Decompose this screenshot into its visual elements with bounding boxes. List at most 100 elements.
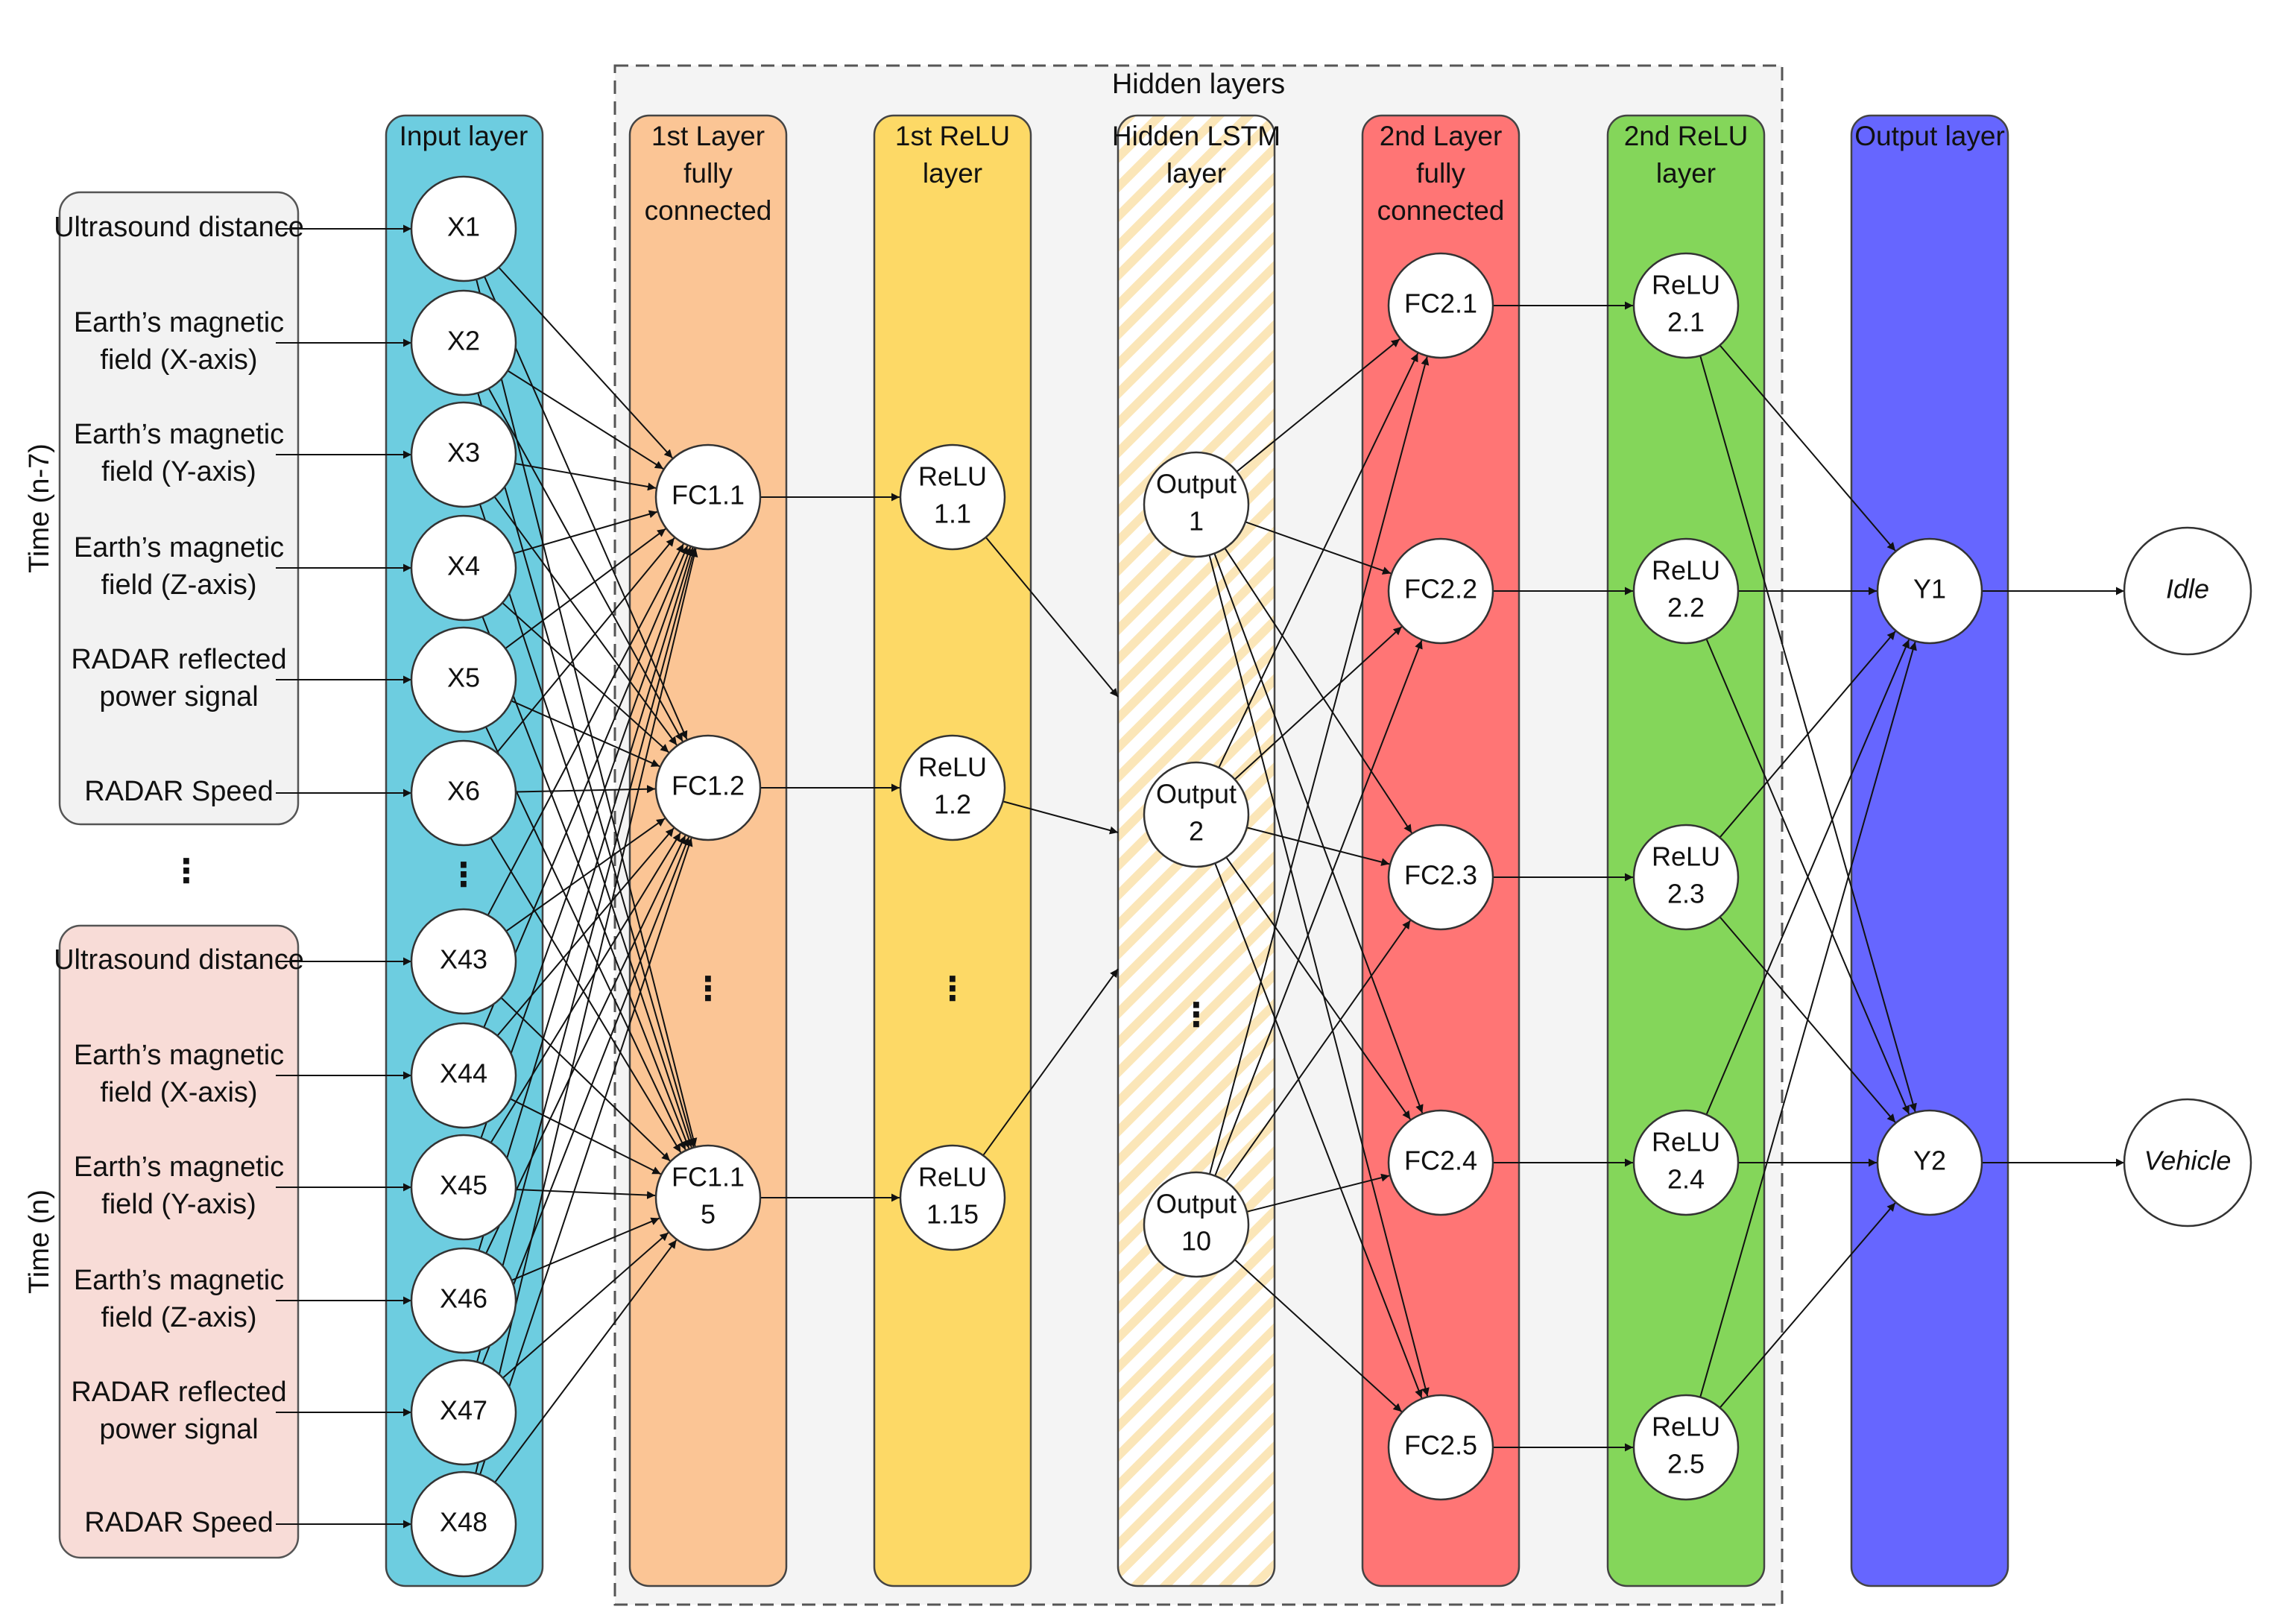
node-relu-2-3-circle (1632, 824, 1740, 931)
node-x45-circle (410, 1134, 517, 1241)
node-x1-circle (410, 175, 517, 282)
node-y2-circle (1876, 1109, 1983, 1216)
node-fc2-1-circle (1387, 252, 1494, 359)
edge-lstm-to-fc2 (1234, 626, 1403, 780)
edge-relu2-to-output (1719, 344, 1896, 552)
edge-lstm-to-fc2 (1214, 639, 1423, 1177)
node-x6-label: X6 (447, 776, 480, 806)
node-x46-label: X46 (440, 1283, 487, 1314)
edge-input-to-fc1 (515, 785, 656, 794)
edge-lstm-to-fc2 (1234, 1259, 1403, 1412)
edge-input-to-fc1 (500, 996, 671, 1162)
edge-input-to-fc1 (476, 548, 697, 1362)
edge-input-to-fc1 (494, 1239, 678, 1483)
edge-lstm-to-fc2 (1224, 547, 1412, 834)
class-vehicle-label: Vehicle (2144, 1146, 2232, 1176)
layer-column-fc1 (628, 114, 788, 1587)
edge-lstm-to-fc2 (1208, 555, 1430, 1397)
edge-input-to-fc1 (484, 276, 688, 740)
edge-input-to-fc1 (496, 827, 675, 1037)
node-fc2-5-label: FC2.5 (1404, 1430, 1477, 1461)
node-x4-label: X4 (447, 551, 480, 581)
node-output-2-circle (1143, 761, 1250, 868)
node-fc1-2-label: FC1.2 (672, 771, 745, 801)
input-feature-label-radar-speed: RADAR Speed (84, 1507, 273, 1538)
edge-relu2-to-output (1719, 631, 1896, 838)
node-x48-label: X48 (440, 1507, 487, 1538)
ellipsis-input: ⋮ (447, 857, 480, 894)
node-relu-1-1-circle (899, 443, 1006, 551)
node-relu-2-5-circle (1632, 1394, 1740, 1501)
node-y1-label: Y1 (1913, 574, 1946, 604)
edge-input-to-fc1 (514, 462, 657, 491)
node-fc1-1-circle (654, 443, 762, 551)
node-fc2-4-circle (1387, 1109, 1494, 1216)
time-group-box-1 (58, 191, 300, 826)
edge-input-to-fc1 (505, 528, 666, 649)
edge-input-to-fc1 (485, 835, 686, 1254)
node-x44-circle (410, 1022, 517, 1129)
node-y1-circle (1876, 537, 1983, 645)
node-output-1-circle (1143, 451, 1250, 558)
edge-input-to-fc1 (480, 546, 692, 1139)
node-x4-circle (410, 514, 517, 622)
input-feature-label-ultrasound-distance: Ultrasound distance (54, 212, 304, 243)
edge-lstm-to-fc2 (1246, 1173, 1390, 1213)
node-x47-label: X47 (440, 1395, 487, 1426)
hidden-layers-title: Hidden layers (1112, 69, 1285, 100)
edge-input-to-fc1 (502, 1232, 669, 1379)
node-fc2-3-circle (1387, 824, 1494, 931)
edge-lstm-to-fc2 (1213, 553, 1424, 1113)
edge-input-to-fc1 (487, 388, 683, 742)
edge-input-to-fc1 (515, 1188, 656, 1199)
node-fc2-1-label: FC2.1 (1404, 288, 1477, 319)
edge-lstm-to-fc2 (1246, 827, 1390, 866)
edge-input-to-fc1 (479, 838, 693, 1475)
edge-input-to-fc1 (496, 537, 675, 753)
edge-input-to-fc1 (477, 393, 695, 1148)
edge-input-to-fc1 (498, 267, 673, 459)
node-x48-circle (410, 1470, 517, 1578)
edge-lstm-to-fc2 (1245, 521, 1392, 575)
node-y2-label: Y2 (1913, 1146, 1946, 1176)
node-relu-2-1-circle (1632, 252, 1740, 359)
node-x46-circle (410, 1247, 517, 1354)
time-group-label-2: Time (n) (24, 1189, 55, 1294)
edge-lstm-to-fc2 (1225, 856, 1412, 1120)
node-x43-circle (410, 908, 517, 1015)
time-group-box-2 (58, 924, 300, 1559)
edge-input-to-fc1 (493, 496, 678, 746)
node-fc2-4-label: FC2.4 (1404, 1146, 1477, 1176)
edge-lstm-to-fc2 (1209, 356, 1430, 1175)
node-fc1-15-circle (654, 1144, 762, 1251)
time-group-label-1: Time (n-7) (24, 443, 55, 573)
node-x5-label: X5 (447, 663, 480, 693)
node-x44-label: X44 (440, 1058, 487, 1089)
edge-input-to-fc1 (481, 616, 690, 1149)
edge-lstm-to-fc2 (1236, 338, 1400, 473)
input-feature-label-ultrasound-distance: Ultrasound distance (54, 944, 304, 976)
ellipsis-fc1: ⋮ (692, 971, 724, 1008)
edge-relu1-to-lstm (1002, 800, 1119, 835)
edge-input-to-fc1 (507, 370, 664, 470)
node-x45-label: X45 (440, 1170, 487, 1201)
edge-input-to-fc1 (502, 602, 669, 753)
node-fc1-1-label: FC1.1 (672, 480, 745, 511)
